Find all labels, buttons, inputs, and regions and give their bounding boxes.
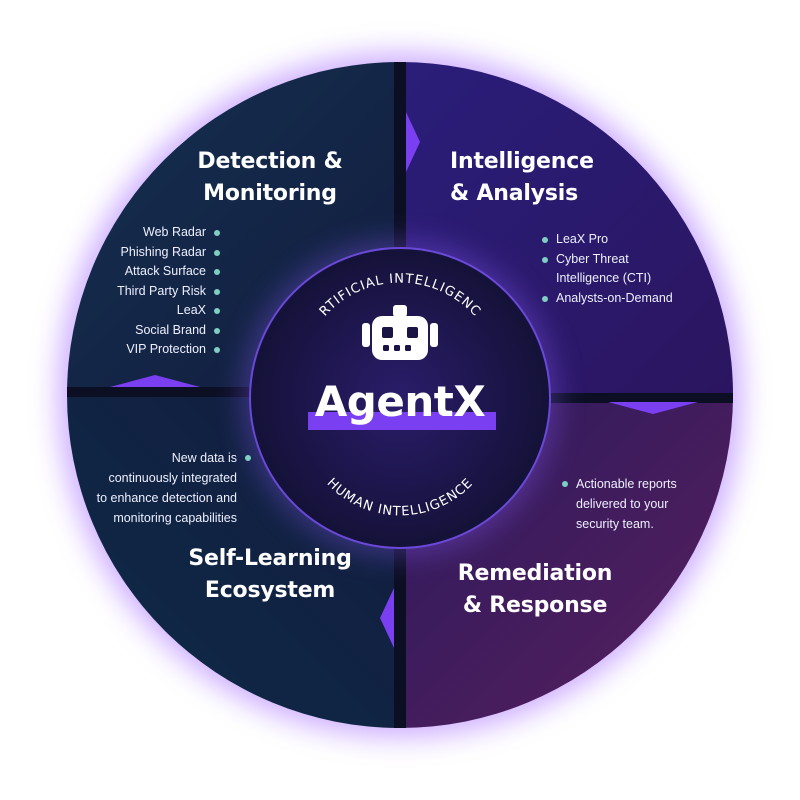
bullet-dot [542,295,548,302]
bullet-dot [214,327,220,334]
intelligence-list-item: Intelligence (CTI) [542,269,712,289]
detection-title-line2: Monitoring [203,181,337,206]
detection-list-item: LeaX [80,301,220,321]
remediation-title-line2: & Response [462,593,608,618]
remediation-title-line1: Remediation [457,561,613,586]
bullet-dot [214,249,220,256]
remediation-title: Remediation & Response [430,558,640,622]
self-learning-line: continuously integrated [108,471,237,485]
intelligence-title-line1: Intelligence [450,149,594,174]
bullet-dot [214,308,220,314]
intelligence-list-item: Cyber Threat [542,250,712,270]
detection-list-item: VIP Protection [80,340,220,360]
bullet-dot [214,347,220,353]
self-learning-text: New data is continuously integrated to e… [80,448,251,528]
intelligence-item-label: Intelligence (CTI) [556,271,652,285]
intelligence-list-item: Analysts-on-Demand [542,289,712,309]
detection-list-item: Third Party Risk [80,282,220,302]
arrow-left-up [110,375,200,387]
brand-underline [308,412,496,430]
intelligence-list-item: LeaX Pro [542,230,712,250]
detection-item-label: Third Party Risk [117,283,206,298]
self-learning-bullet [245,455,251,461]
arrow-right-down [608,402,698,414]
robot-icon [362,305,438,360]
intelligence-item-label: Analysts-on-Demand [556,290,673,305]
detection-title-line1: Detection & [197,149,343,174]
detection-item-label: VIP Protection [126,342,206,356]
bullet-dot [214,230,220,236]
remediation-line: Actionable reports [576,477,677,491]
detection-item-label: Phishing Radar [120,244,206,259]
detection-item-label: LeaX [176,303,206,317]
remediation-text: Actionable reports delivered to your sec… [562,474,726,534]
remediation-bullet [562,481,568,487]
detection-item-label: Social Brand [135,322,206,337]
intelligence-title-line2: & Analysis [450,181,578,206]
self-learning-line: to enhance detection and [96,491,237,505]
self-learning-title: Self-Learning Ecosystem [160,543,380,607]
self-learning-title-line2: Ecosystem [204,578,336,603]
detection-list-item: Social Brand [80,321,220,341]
intelligence-item-label: LeaX Pro [556,232,609,246]
intelligence-title: Intelligence & Analysis [450,146,650,210]
bullet-dot [542,237,548,243]
detection-list-item: Web Radar [80,223,220,243]
intelligence-item-label: Cyber Threat [556,251,629,266]
bullet-dot [542,256,548,263]
brand-name: AgentX [314,377,486,426]
detection-list-item: Attack Surface [80,262,220,282]
center-circle [249,247,551,549]
detection-item-label: Attack Surface [124,264,206,278]
remediation-line: delivered to your [576,497,669,511]
bullet-dot [214,288,220,295]
bullet-dot [214,269,220,275]
detection-item-label: Web Radar [143,225,206,239]
detection-list-item: Phishing Radar [80,243,220,263]
self-learning-title-line1: Self-Learning [188,546,352,571]
arrow-bottom-left [380,588,394,648]
self-learning-line: New data is [171,451,237,465]
remediation-line: security team. [576,517,654,531]
arrow-top-right [406,112,420,172]
detection-title: Detection & Monitoring [150,146,390,210]
self-learning-line: monitoring capabilities [113,511,237,525]
